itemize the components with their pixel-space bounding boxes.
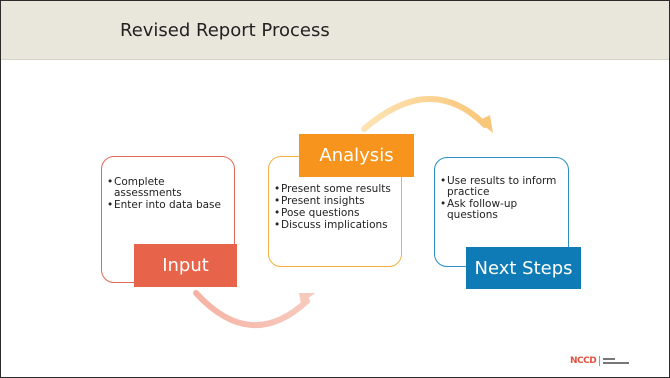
slide-title: Revised Report Process xyxy=(120,20,330,41)
arrowhead-top xyxy=(478,115,493,133)
bullet-list: Present some results Present insights Po… xyxy=(274,184,391,232)
bullet-item: Discuss implications xyxy=(274,220,391,232)
bullet-item: Use results to inform practice xyxy=(440,176,568,198)
step-label-next-steps: Next Steps xyxy=(466,247,581,289)
logo-wordmark-icon xyxy=(603,357,631,365)
bullet-item: Complete assessments xyxy=(107,177,234,199)
bullet-item: Present insights xyxy=(274,196,391,208)
step-label-input: Input xyxy=(134,244,237,287)
bullet-item: Present some results xyxy=(274,184,391,196)
arrow-input-to-analysis xyxy=(193,290,310,328)
logo-brand-text: NCCD xyxy=(570,356,597,366)
bullet-list: Complete assessments Enter into data bas… xyxy=(107,177,234,212)
logo-divider xyxy=(599,356,601,366)
step-label-analysis: Analysis xyxy=(299,134,414,177)
title-bar: Revised Report Process xyxy=(1,1,669,60)
arrow-analysis-to-next xyxy=(361,96,488,132)
arrowhead-bottom xyxy=(299,293,315,304)
bullet-item: Pose questions xyxy=(274,208,391,220)
organization-logo: NCCD xyxy=(570,356,631,366)
bullet-item: Enter into data base xyxy=(107,200,234,212)
bullet-item: Ask follow-up questions xyxy=(440,199,568,221)
bullet-list: Use results to inform practice Ask follo… xyxy=(440,176,568,222)
